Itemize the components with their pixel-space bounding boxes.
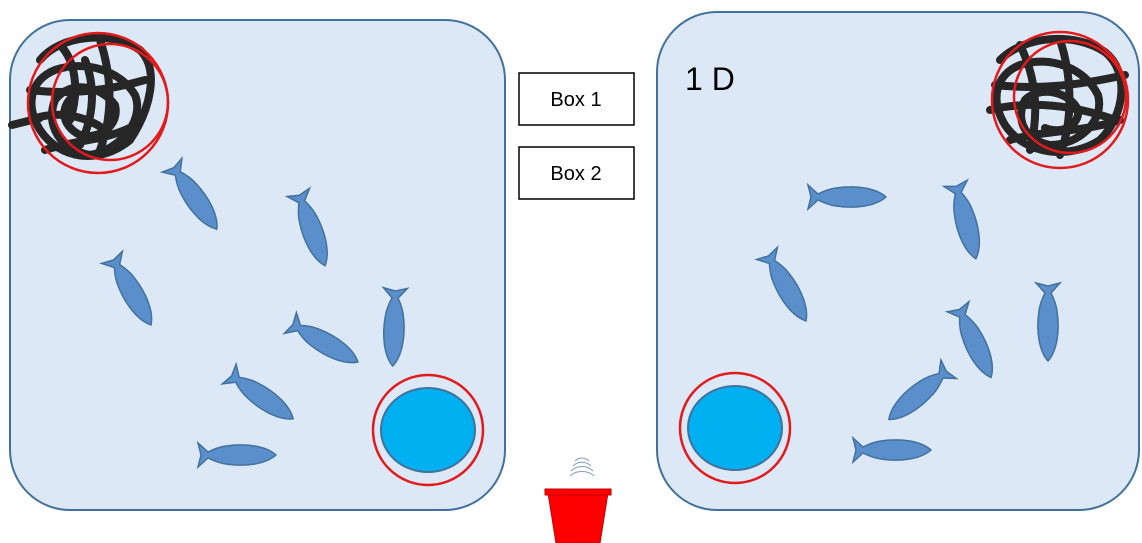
box2-label: Box 2 — [518, 146, 635, 200]
box2-label-text: Box 2 — [550, 163, 601, 185]
right-pool — [687, 385, 783, 471]
left-tank-body — [9, 19, 506, 511]
right-tank-label: 1 D — [685, 61, 735, 97]
left-tank — [8, 19, 506, 511]
left-pool-ring — [371, 373, 485, 487]
right-pool-ring — [678, 371, 792, 485]
red-bucket-icon — [544, 457, 612, 543]
right-water-pool-icon — [678, 371, 792, 485]
right-shelter-scribble-icon — [986, 30, 1130, 170]
left-pool — [380, 387, 476, 473]
left-water-pool-icon — [371, 373, 485, 487]
right-shelter-ring — [990, 30, 1130, 170]
right-shelter-ring-inner — [1012, 39, 1128, 155]
left-shelter-scribble-icon — [8, 31, 170, 175]
box1-label-text: Box 1 — [550, 89, 601, 111]
box1-label: Box 1 — [518, 72, 635, 126]
left-shelter-ring-inner — [50, 42, 170, 162]
right-tank: 1 D — [656, 11, 1140, 511]
